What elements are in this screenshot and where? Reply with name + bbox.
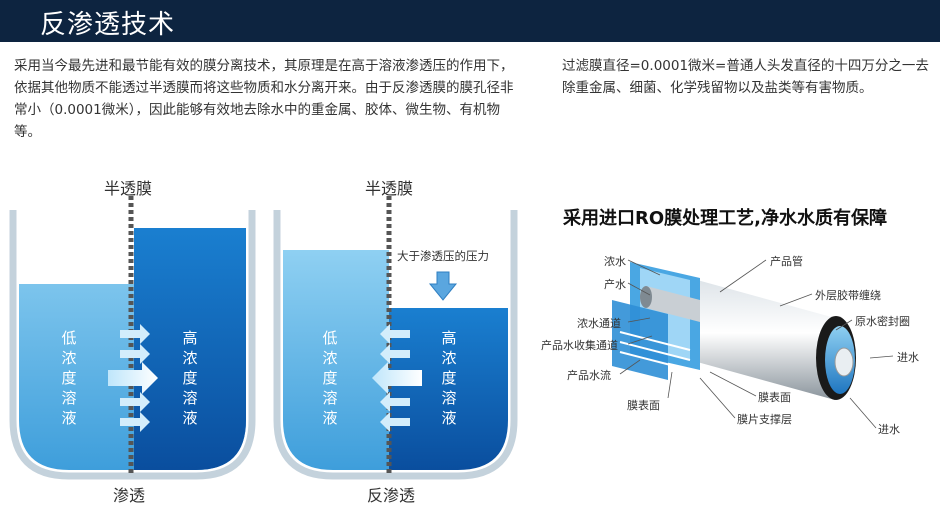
callout-membrane-surface-2: 膜表面 bbox=[758, 391, 791, 404]
callout-concentrate: 浓水 bbox=[604, 255, 626, 268]
callout-inlet-bottom: 进水 bbox=[878, 423, 900, 436]
osmosis-membrane-label: 半透膜 bbox=[104, 179, 153, 198]
osmosis-low-label: 低浓度溶液 bbox=[61, 329, 77, 427]
callout-inlet-top: 进水 bbox=[897, 351, 919, 364]
callout-outer-tape: 外层胶带缠绕 bbox=[815, 289, 881, 302]
header-bar: 反渗透技术 bbox=[0, 0, 940, 42]
ro-low-label: 低浓度溶液 bbox=[322, 329, 338, 427]
callout-product-water: 产水 bbox=[604, 278, 626, 291]
ro-caption: 反渗透 bbox=[367, 486, 416, 505]
callout-lines bbox=[619, 259, 894, 429]
intro-left-text: 采用当今最先进和最节能有效的膜分离技术，其原理是在高于溶液渗透压的作用下，依据其… bbox=[14, 58, 514, 140]
ro-membrane-label: 半透膜 bbox=[365, 179, 414, 198]
intro-right-text: 过滤膜直径=0.0001微米=普通人头发直径的十四万分之一去除重金属、细菌、化学… bbox=[562, 58, 929, 96]
callout-product-collection: 产品水收集通道 bbox=[541, 339, 618, 352]
osmosis-caption: 渗透 bbox=[113, 486, 146, 505]
ro-module-illustration bbox=[612, 262, 856, 400]
page-title: 反渗透技术 bbox=[40, 10, 176, 40]
pressure-label: 大于渗透压的压力 bbox=[397, 249, 489, 263]
callout-support-layer: 膜片支撑层 bbox=[737, 413, 792, 426]
osmosis-beaker bbox=[9, 196, 256, 480]
callout-membrane-surface: 膜表面 bbox=[627, 399, 660, 412]
ro-high-label: 高浓度溶液 bbox=[441, 329, 457, 427]
callout-product-tube: 产品管 bbox=[770, 255, 803, 268]
ro-module-title: 采用进口RO膜处理工艺,净水水质有保障 bbox=[563, 208, 887, 229]
reverse-osmosis-beaker bbox=[273, 196, 518, 480]
osmosis-high-label: 高浓度溶液 bbox=[182, 329, 198, 427]
callout-concentrate-channel: 浓水通道 bbox=[577, 317, 621, 330]
callout-raw-seal: 原水密封圈 bbox=[855, 315, 910, 328]
callout-product-flow: 产品水流 bbox=[567, 369, 611, 382]
